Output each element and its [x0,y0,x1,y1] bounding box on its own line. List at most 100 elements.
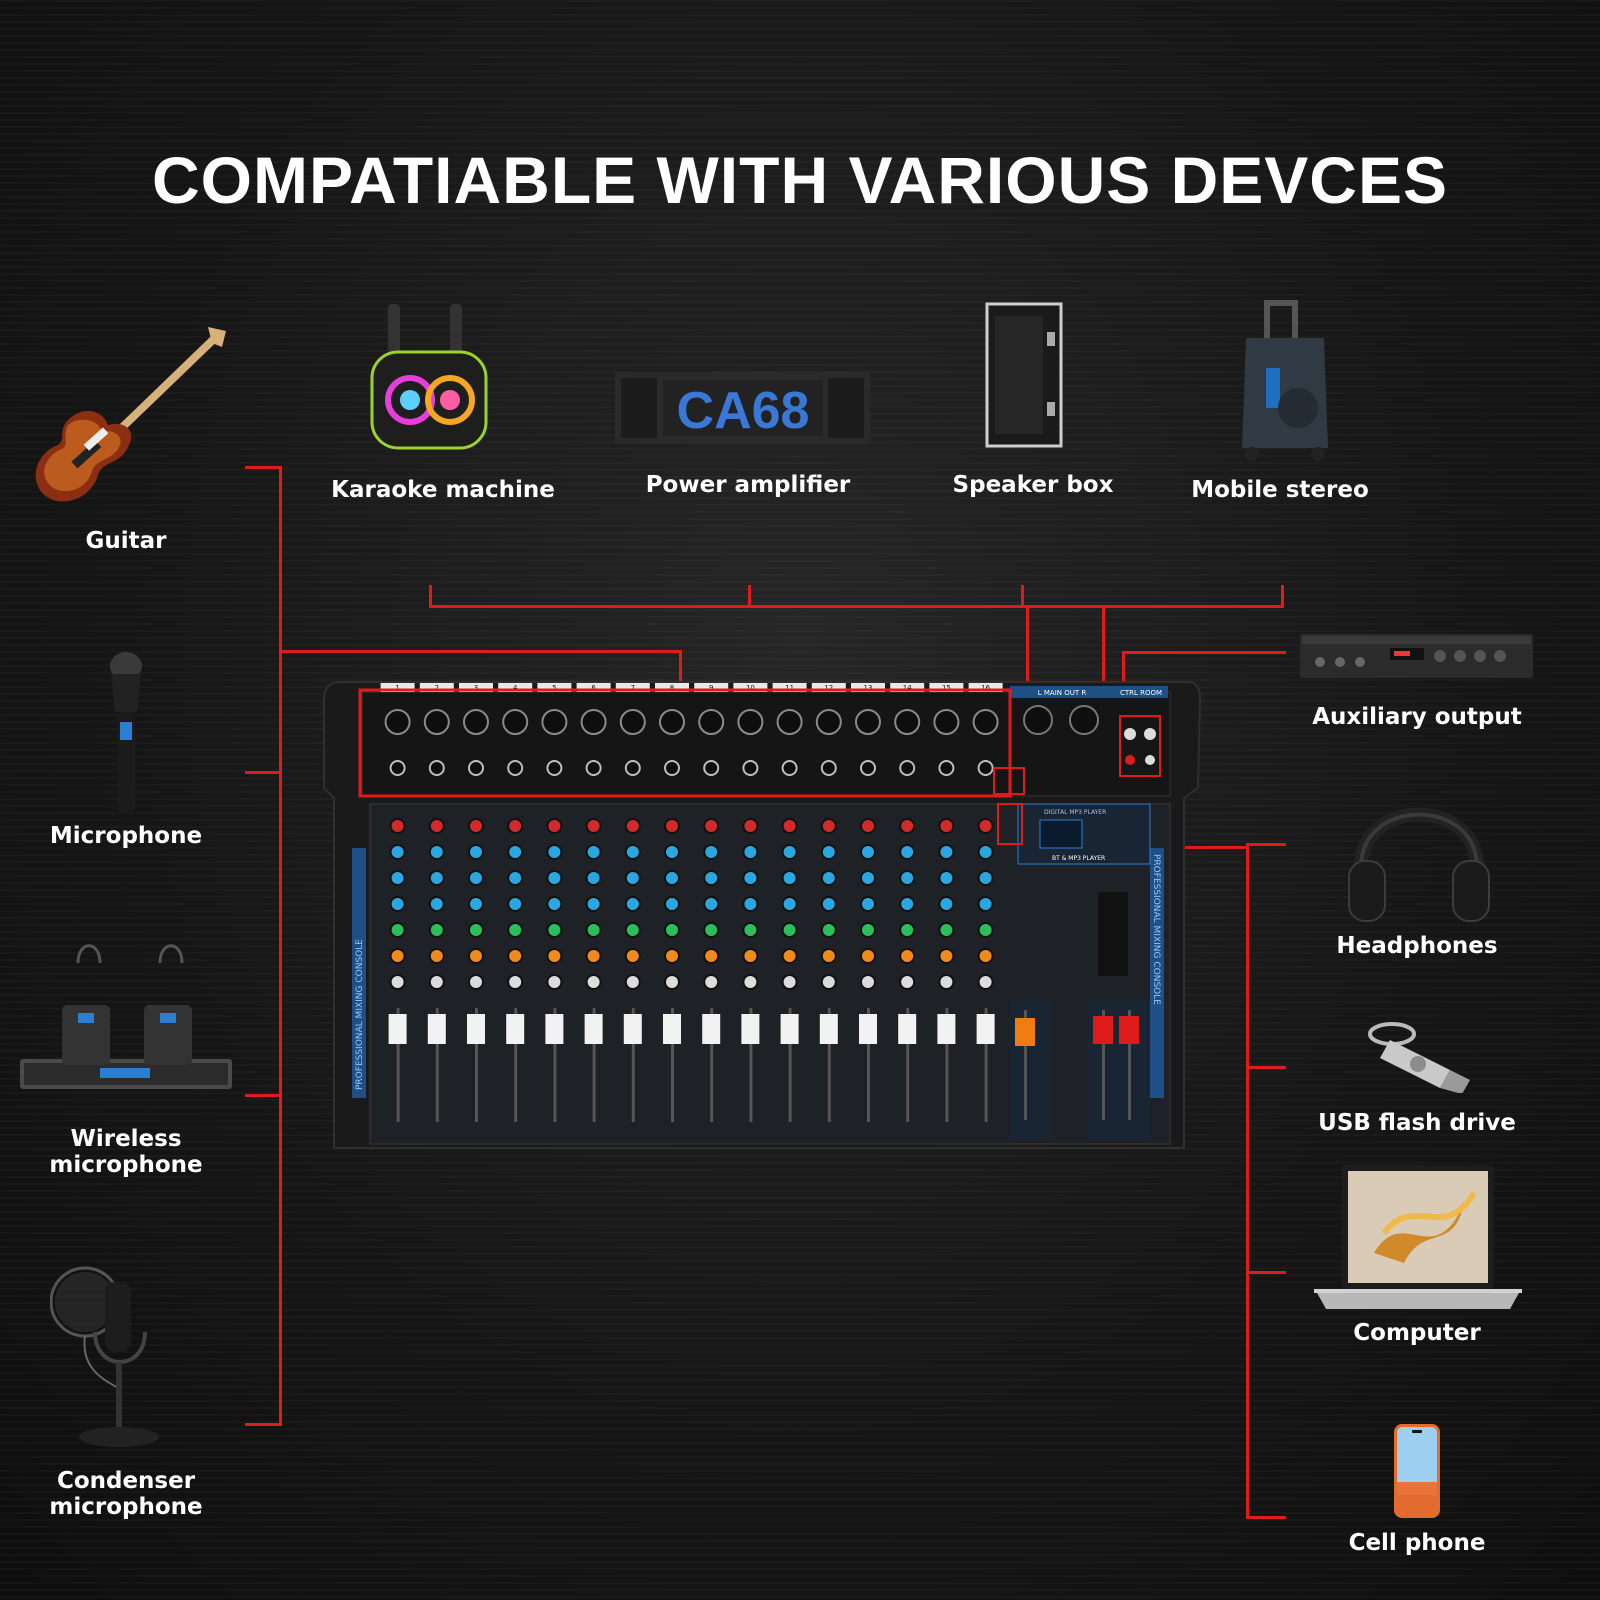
channel-knob[interactable] [781,870,798,886]
channel-knob[interactable] [389,922,406,938]
line-input-jack[interactable] [624,760,641,776]
channel-knob[interactable] [428,896,445,912]
channel-fader[interactable] [898,1014,917,1044]
channel-knob[interactable] [703,870,720,886]
channel-knob[interactable] [781,896,798,912]
channel-knob[interactable] [664,896,680,912]
channel-knob[interactable] [624,974,641,990]
channel-fader[interactable] [388,1014,407,1044]
channel-fader[interactable] [859,1014,877,1044]
xlr-input-jack[interactable] [423,709,450,735]
line-input-jack[interactable] [899,760,916,776]
channel-knob[interactable] [664,818,680,834]
channel-knob[interactable] [938,870,955,886]
channel-knob[interactable] [938,844,955,860]
line-input-jack[interactable] [428,760,445,776]
channel-knob[interactable] [860,818,876,834]
line-input-jack[interactable] [585,760,602,776]
channel-knob[interactable] [703,948,720,964]
channel-knob[interactable] [664,870,680,886]
channel-fader[interactable] [663,1014,681,1044]
channel-knob[interactable] [977,818,994,834]
channel-knob[interactable] [781,974,798,990]
channel-knob[interactable] [546,974,563,990]
channel-knob[interactable] [781,948,798,964]
channel-knob[interactable] [389,870,406,886]
channel-knob[interactable] [820,844,837,860]
line-input-jack[interactable] [742,760,759,776]
channel-knob[interactable] [703,818,720,834]
line-input-jack[interactable] [389,760,406,776]
channel-knob[interactable] [820,896,837,912]
channel-fader[interactable] [937,1014,956,1044]
channel-knob[interactable] [428,948,445,964]
channel-fader[interactable] [976,1014,995,1044]
line-input-jack[interactable] [546,760,563,776]
channel-knob[interactable] [977,948,994,964]
channel-knob[interactable] [624,870,641,886]
xlr-input-jack[interactable] [580,709,607,735]
channel-fader[interactable] [427,1014,446,1044]
channel-knob[interactable] [428,974,445,990]
channel-knob[interactable] [585,818,602,834]
channel-knob[interactable] [664,844,680,860]
line-input-jack[interactable] [860,760,876,776]
channel-knob[interactable] [742,896,759,912]
channel-knob[interactable] [389,896,406,912]
channel-knob[interactable] [820,974,837,990]
xlr-input-jack[interactable] [815,709,842,735]
channel-knob[interactable] [977,896,994,912]
xlr-input-jack[interactable] [463,709,489,735]
main-fader-left[interactable] [1093,1016,1113,1044]
channel-knob[interactable] [938,974,955,990]
xlr-input-jack[interactable] [659,709,685,735]
channel-knob[interactable] [899,922,916,938]
channel-knob[interactable] [507,844,524,860]
channel-knob[interactable] [389,844,406,860]
channel-knob[interactable] [742,948,759,964]
channel-knob[interactable] [703,922,720,938]
channel-knob[interactable] [860,870,876,886]
channel-knob[interactable] [546,870,563,886]
channel-knob[interactable] [546,922,563,938]
channel-fader[interactable] [623,1014,642,1044]
channel-knob[interactable] [585,948,602,964]
channel-knob[interactable] [742,818,759,834]
channel-knob[interactable] [977,922,994,938]
channel-knob[interactable] [860,974,876,990]
channel-knob[interactable] [781,844,798,860]
channel-fader[interactable] [467,1014,485,1044]
channel-knob[interactable] [820,818,837,834]
channel-knob[interactable] [507,922,524,938]
channel-knob[interactable] [468,922,484,938]
channel-knob[interactable] [899,948,916,964]
xlr-input-jack[interactable] [933,709,960,735]
xlr-input-jack[interactable] [384,709,411,735]
channel-knob[interactable] [977,844,994,860]
channel-knob[interactable] [977,870,994,886]
channel-knob[interactable] [781,818,798,834]
channel-fader[interactable] [741,1014,760,1044]
channel-knob[interactable] [742,870,759,886]
xlr-input-jack[interactable] [698,709,725,735]
line-input-jack[interactable] [938,760,955,776]
xlr-input-jack[interactable] [972,709,999,735]
channel-knob[interactable] [507,896,524,912]
channel-knob[interactable] [507,818,524,834]
channel-knob[interactable] [468,818,484,834]
channel-knob[interactable] [546,818,563,834]
channel-knob[interactable] [468,974,484,990]
xlr-input-jack[interactable] [619,709,646,735]
channel-knob[interactable] [938,948,955,964]
channel-knob[interactable] [703,844,720,860]
channel-knob[interactable] [585,974,602,990]
line-input-jack[interactable] [820,760,837,776]
channel-knob[interactable] [468,948,484,964]
channel-knob[interactable] [428,870,445,886]
channel-fader[interactable] [545,1014,564,1044]
channel-knob[interactable] [820,948,837,964]
xlr-input-jack[interactable] [502,709,529,735]
xlr-input-jack[interactable] [541,709,568,735]
channel-knob[interactable] [742,922,759,938]
channel-knob[interactable] [507,948,524,964]
